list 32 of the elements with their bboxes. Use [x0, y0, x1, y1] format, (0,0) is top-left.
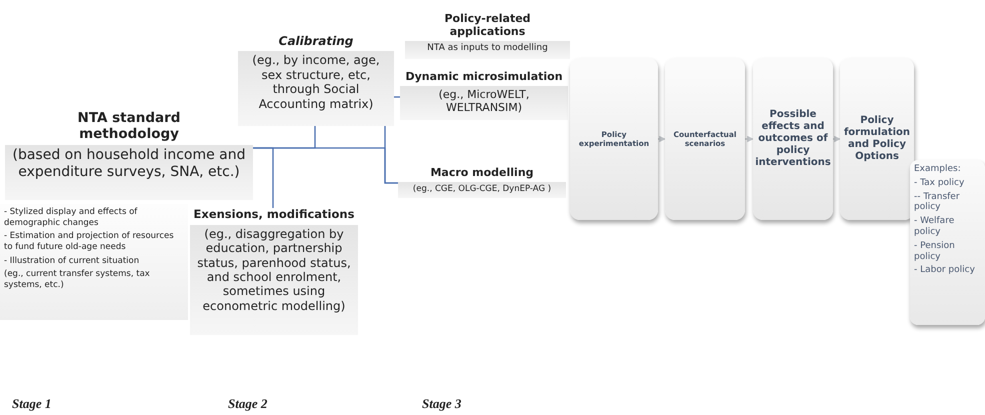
description-panel: (based on household income and expenditure surveys, SNA, etc.) — [5, 145, 253, 200]
heading: Calibrating — [278, 34, 354, 48]
description-panel: (eg., CGE, OLG-CGE, DynEP-AG ) — [398, 182, 566, 198]
description-panel: (eg., MicroWELT, WELTRANSIM) — [400, 86, 568, 120]
heading: Dynamic microsimulation — [404, 70, 564, 84]
examples-card — [910, 160, 985, 325]
process-card: Possible effects and outcomes of policy interventions — [753, 58, 833, 220]
list-item: Examples: — [914, 164, 962, 175]
description-panel: (eg., disaggregation by education, partnership status, parenhood status, and school enrolment, sometimes using econometric modelling) — [190, 224, 358, 335]
heading: Policy-related applications — [443, 12, 532, 38]
process-card: Policy formulation and Policy Options — [840, 58, 914, 220]
note-text: - Estimation and projection of resources to fund future old-age needs — [4, 231, 175, 252]
note-text: - Stylized display and effects of demographic changes — [4, 207, 138, 228]
description-panel: (eg., by income, age, sex structure, etc, through Social Accounting matrix) — [238, 51, 394, 126]
arrow — [745, 136, 754, 142]
list-item: - Tax policy — [914, 178, 966, 189]
heading: NTA standard methodology — [76, 110, 182, 142]
heading: Exensions, modifications — [192, 208, 356, 222]
list-item: -- Transfer policy — [914, 192, 961, 214]
stage-label: Stage 3 — [422, 396, 462, 412]
list-item: - Labor policy — [914, 265, 976, 276]
heading: Macro modelling — [429, 166, 535, 180]
list-item: - Welfare policy — [914, 216, 956, 238]
connector-line — [384, 126, 398, 184]
arrow — [833, 136, 841, 142]
stage-label: Stage 2 — [228, 396, 268, 412]
description-panel: NTA as inputs to modelling — [405, 41, 570, 60]
list-item: - Pension policy — [914, 240, 956, 262]
note-text: - Illustration of current situation — [4, 256, 140, 266]
arrow — [658, 136, 666, 142]
note-text: (eg., current transfer systems, tax systems, etc.) — [4, 269, 151, 290]
stage-label: Stage 1 — [12, 396, 52, 412]
